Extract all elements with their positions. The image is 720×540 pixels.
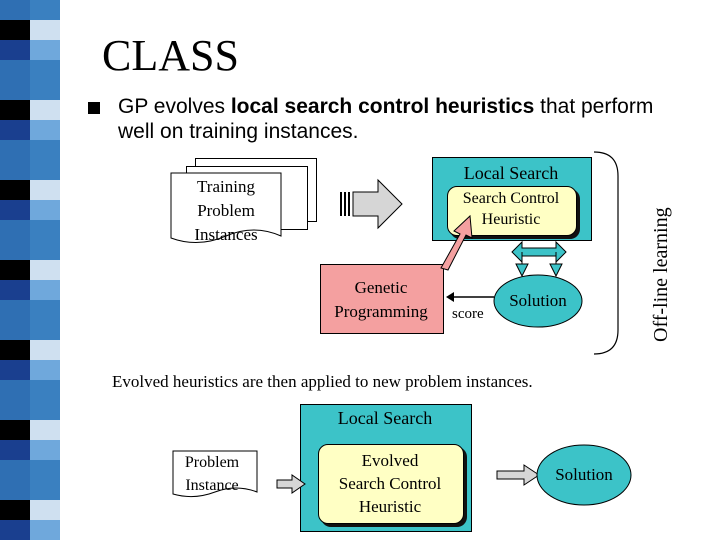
striped-arrow-icon <box>340 178 403 230</box>
heuristic-label-line: Search Control <box>462 190 560 207</box>
score-arrow-icon <box>446 292 494 302</box>
evolved-label-line: Search Control <box>338 474 442 493</box>
offline-bracket <box>593 151 619 355</box>
online-local-search-label: Local Search <box>337 408 433 428</box>
gp-label-line: Genetic <box>354 278 408 297</box>
side-strip-tile <box>30 60 60 80</box>
side-strip-tile <box>30 200 60 220</box>
side-strip-tile <box>30 400 60 420</box>
side-strip-tile <box>0 200 30 220</box>
gp-label: Genetic Programming <box>320 276 442 324</box>
problem-instance-doc <box>172 450 258 498</box>
side-strip-tile <box>30 240 60 260</box>
problem-instance-label: Problem Instance <box>172 451 252 497</box>
solution-label: Solution <box>509 291 567 310</box>
side-strip-tile <box>0 500 30 520</box>
genetic-programming-box <box>320 264 444 334</box>
side-strip-tile <box>30 20 60 40</box>
online-solution-ellipse <box>536 444 632 506</box>
side-strip-tile <box>30 260 60 280</box>
side-strip-tile <box>30 340 60 360</box>
side-strip-tile <box>0 220 30 240</box>
side-strip-tile <box>0 300 30 320</box>
heuristic-to-solution-arrow-icon <box>496 464 540 486</box>
side-strip-tile <box>30 80 60 100</box>
side-strip-tile <box>0 480 30 500</box>
local-search-label: Local Search <box>463 163 559 183</box>
side-strip-tile <box>30 440 60 460</box>
side-strip-tile <box>0 240 30 260</box>
side-strip-tile <box>0 120 30 140</box>
online-solution-label: Solution <box>555 465 613 484</box>
heuristic-label-line: Heuristic <box>481 211 541 228</box>
side-strip-tile <box>30 180 60 200</box>
bullet-square-icon <box>88 102 100 114</box>
problem-label-line: Instance <box>185 477 239 494</box>
side-strip-tile <box>0 460 30 480</box>
double-arrow-icon <box>511 240 567 278</box>
side-strip-tile <box>30 320 60 340</box>
side-strip-tile <box>30 360 60 380</box>
training-label-line: Training <box>197 177 255 196</box>
side-strip-tile <box>0 320 30 340</box>
side-strip-tile <box>30 480 60 500</box>
training-label-line: Problem <box>197 201 255 220</box>
side-strip-tile <box>30 520 60 540</box>
offline-learning-label: Off-line learning <box>650 207 672 342</box>
slide-title: CLASS <box>102 31 239 80</box>
problem-to-heuristic-arrow-icon <box>276 474 306 494</box>
evolved-label-line: Heuristic <box>358 497 422 516</box>
side-strip-tile <box>0 340 30 360</box>
solution-ellipse <box>493 274 583 328</box>
score-label: score <box>452 306 484 322</box>
side-strip-tile <box>30 160 60 180</box>
side-strip-tile <box>30 460 60 480</box>
side-strip-tile <box>0 40 30 60</box>
heuristic-label: Search Control Heuristic <box>447 188 575 230</box>
side-strip-tile <box>30 300 60 320</box>
training-label-line: Instances <box>194 225 258 244</box>
side-strip-tile <box>30 120 60 140</box>
side-strip-tile <box>30 380 60 400</box>
evolved-heuristic-label: Evolved Search Control Heuristic <box>318 449 462 518</box>
side-strip-tile <box>30 420 60 440</box>
bullet-suffix: that perform well on training instances. <box>118 95 654 143</box>
side-strip-tile <box>0 360 30 380</box>
side-strip-tile <box>0 0 30 20</box>
side-strip-tile <box>0 440 30 460</box>
side-strip-tile <box>0 400 30 420</box>
side-strip-tile <box>30 0 60 20</box>
evolved-heuristic-box <box>318 444 464 524</box>
side-strip-tile <box>0 100 30 120</box>
side-strip-tile <box>0 80 30 100</box>
bullet-bold: local search control heuristics <box>230 95 535 118</box>
side-strip-tile <box>30 280 60 300</box>
bullet-text: GP evolves local search control heuristi… <box>118 94 678 144</box>
training-label: Training Problem Instances <box>172 175 280 247</box>
side-strip-tile <box>30 220 60 240</box>
side-strip-tile <box>0 20 30 40</box>
caption-text: Evolved heuristics are then applied to n… <box>112 372 533 391</box>
side-strip-tile <box>30 100 60 120</box>
side-strip-tile <box>0 380 30 400</box>
side-strip-tile <box>0 140 30 160</box>
side-strip-tile <box>0 420 30 440</box>
side-strip-tile <box>30 500 60 520</box>
side-strip-tile <box>30 140 60 160</box>
decorative-side-strip <box>0 0 60 540</box>
side-strip-tile <box>0 180 30 200</box>
side-strip-tile <box>0 280 30 300</box>
side-strip-tile <box>0 60 30 80</box>
side-strip-tile <box>0 520 30 540</box>
problem-label-line: Problem <box>184 454 240 471</box>
gp-label-line: Programming <box>334 302 428 321</box>
side-strip-tile <box>0 160 30 180</box>
bullet-prefix: GP evolves <box>118 95 231 118</box>
training-doc-front <box>170 172 282 243</box>
side-strip-tile <box>30 40 60 60</box>
evolved-label-line: Evolved <box>361 451 419 470</box>
side-strip-tile <box>0 260 30 280</box>
gp-to-heuristic-arrow-icon <box>440 214 473 271</box>
